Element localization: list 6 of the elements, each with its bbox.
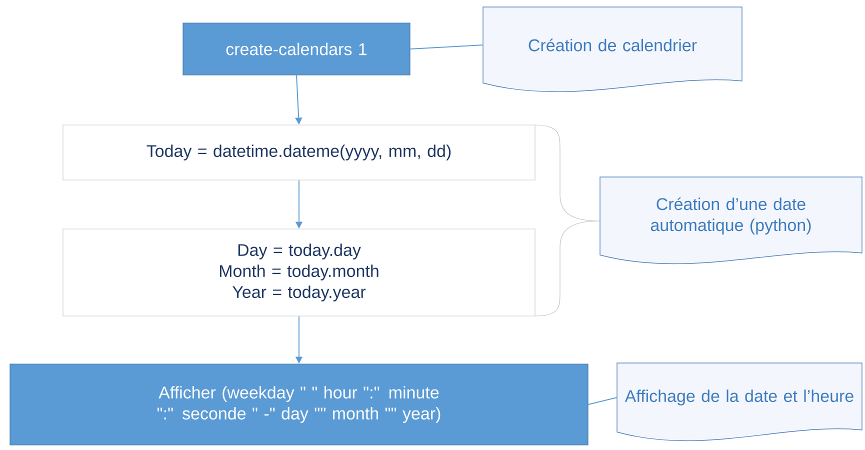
connector-line xyxy=(588,397,618,405)
process-box: Today = datetime.dateme(yyyy, mm, dd) xyxy=(62,124,536,180)
process-box: Afficher (weekday " " hour ":" minute ":" seconde " -" day "" month "" year) xyxy=(10,364,588,446)
process-box: Day = today.day Month = today.month Year = today.year xyxy=(62,228,536,316)
connector-line xyxy=(410,44,484,50)
process-box: create-calendars 1 xyxy=(182,22,410,76)
